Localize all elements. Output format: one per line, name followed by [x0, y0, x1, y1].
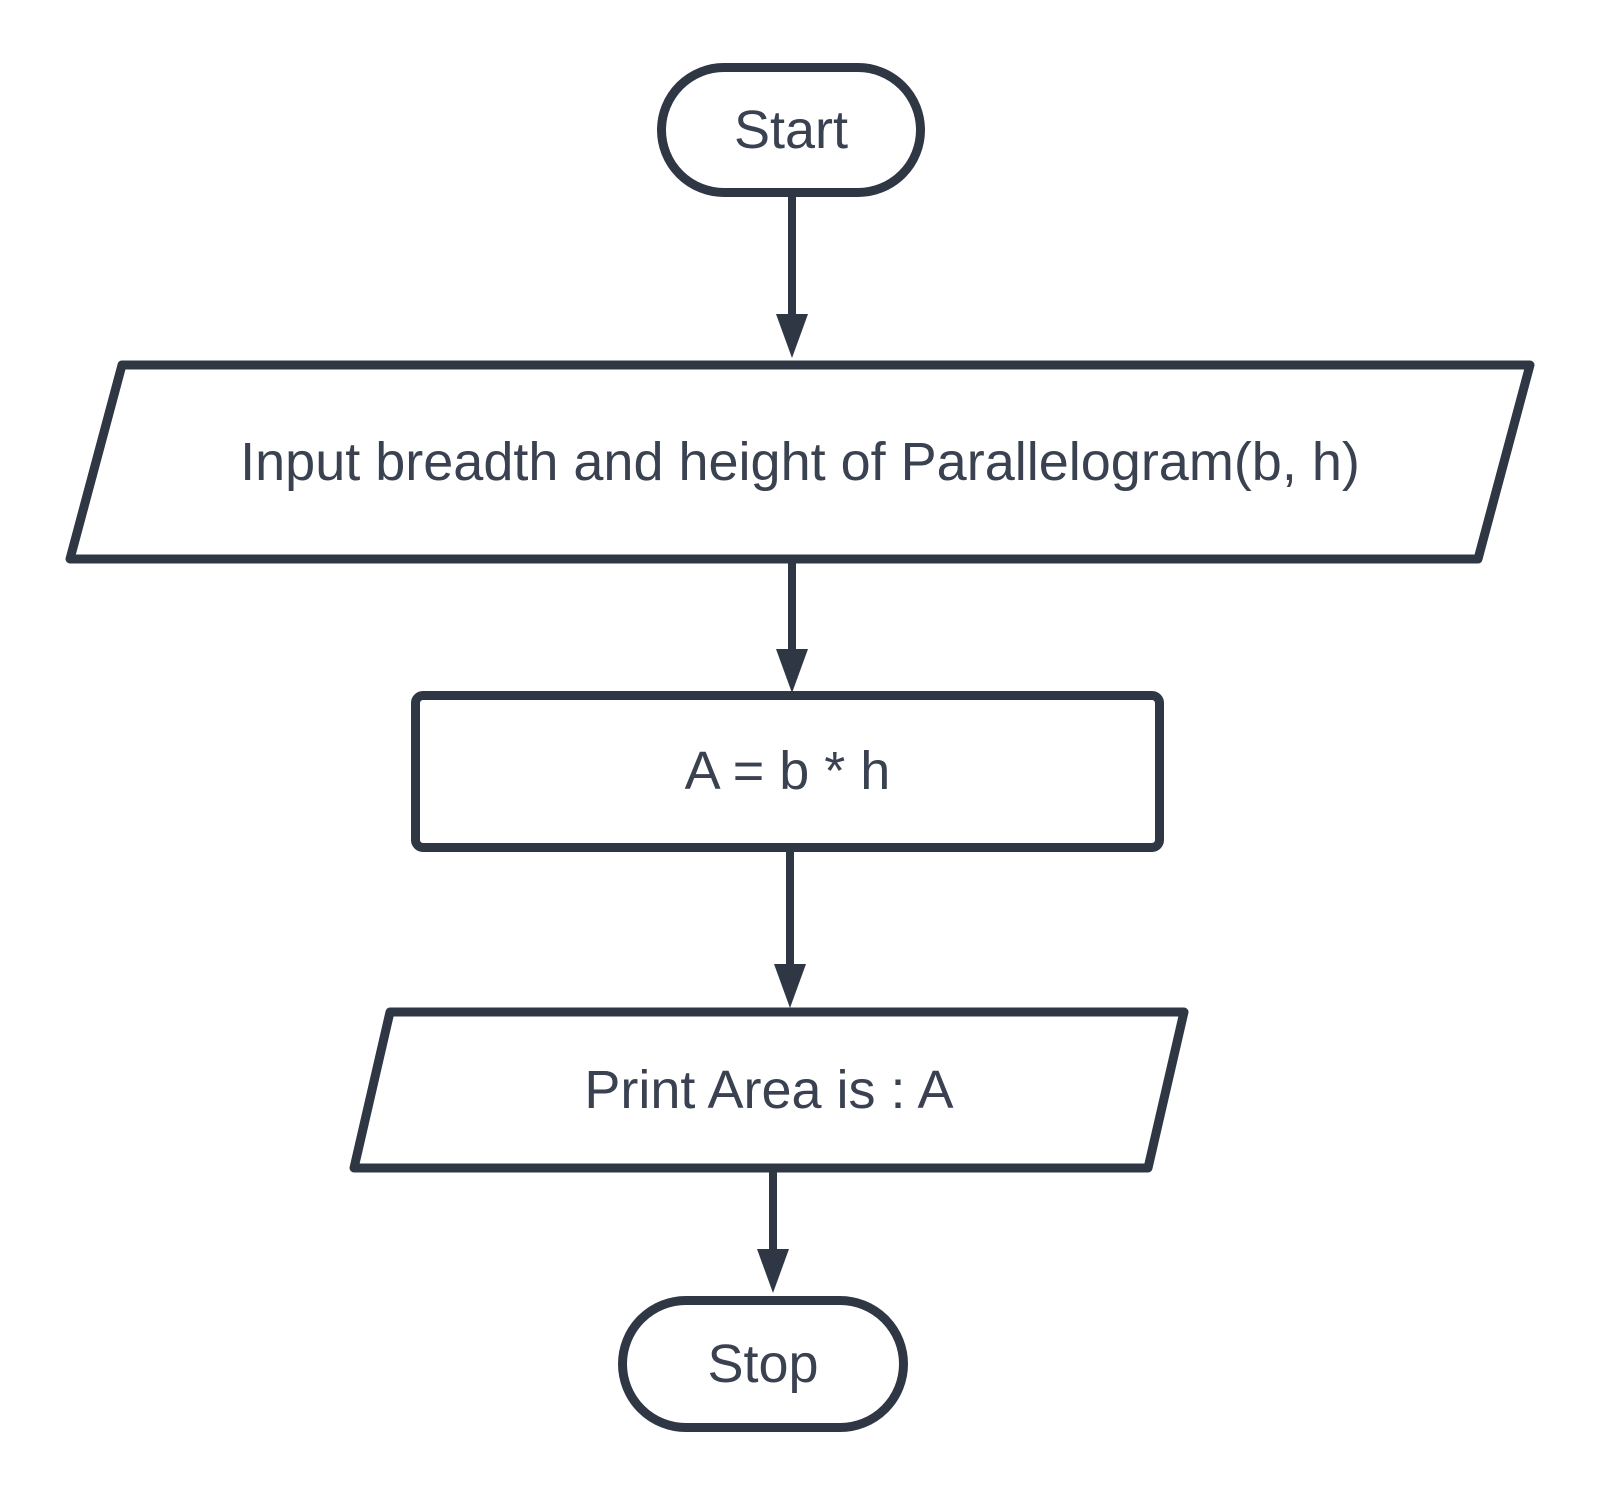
parallelogram-shape [349, 1007, 1189, 1173]
start-terminator-node: Start [657, 63, 925, 197]
stop-terminator-node: Stop [618, 1296, 908, 1432]
output-parallelogram-node: Print Area is : A [349, 1007, 1189, 1173]
stop-label: Stop [707, 1333, 819, 1394]
output-label: Print Area is : A [584, 1059, 954, 1120]
connector-arrow-start-to-input [776, 197, 808, 358]
input-label: Input breadth and height of Parallelogra… [240, 431, 1360, 492]
process-rectangle-node: A = b * h [411, 691, 1164, 852]
connector-arrow-input-to-process [776, 560, 808, 693]
start-label: Start [733, 99, 849, 160]
connector-arrow-output-to-stop [757, 1171, 789, 1293]
parallelogram-shape [65, 360, 1535, 564]
input-parallelogram-node: Input breadth and height of Parallelogra… [65, 360, 1535, 564]
process-label: A = b * h [684, 741, 891, 802]
connector-arrow-process-to-output [774, 852, 806, 1008]
